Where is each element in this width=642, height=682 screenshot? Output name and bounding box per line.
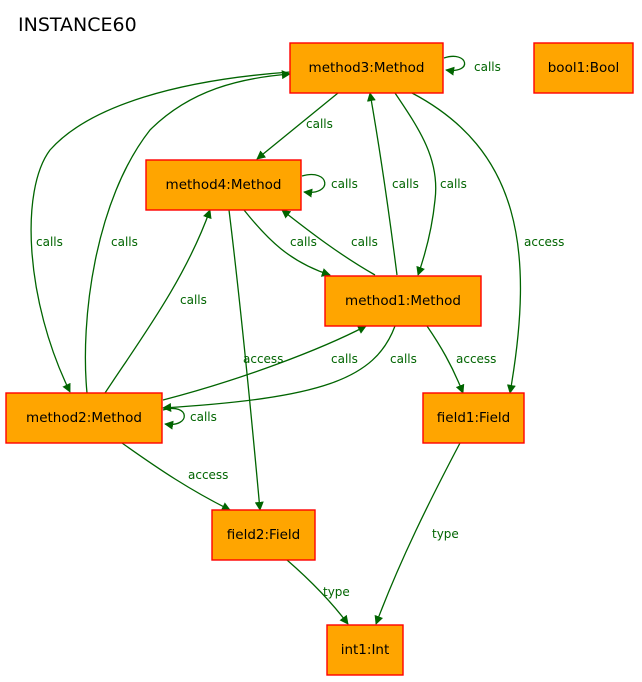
edge-method2-method3 [84,70,291,394]
edge-label-method3-field1: access [524,235,564,249]
edge-label-method4-field2: access [243,352,283,366]
edge-method4-method1 [243,209,331,277]
edge-label-field2-int1: type [323,585,350,599]
edge-method2-field2 [121,442,231,511]
node-method4[interactable]: method4:Method [145,159,302,211]
node-field1[interactable]: field1:Field [422,392,525,444]
node-method4-label: method4:Method [166,177,282,193]
node-method3-label: method3:Method [309,60,425,76]
edge-label-method2-method1: calls [331,352,358,366]
edge-method3-self [443,55,466,76]
edge-label-method4-self: calls [331,177,358,191]
node-int1-label: int1:Int [341,642,390,658]
edge-method3-method2 [30,71,291,393]
edge-method1-method2 [162,325,396,412]
node-method1-label: method1:Method [345,293,461,309]
edge-method3-field1 [411,92,522,394]
edge-method1-method4 [281,209,376,276]
edge-label-method3-method1: calls [440,177,467,191]
edge-method3-method4 [256,92,339,160]
edge-method4-self [301,173,326,198]
edge-label-method1-method2: calls [390,352,417,366]
diagram-title: INSTANCE60 [18,14,137,36]
edge-method3-method1 [394,92,437,276]
edge-label-method2-method4: calls [180,293,207,307]
edge-method2-method1 [162,325,367,401]
edge-field2-int1 [286,559,349,625]
edge-label-field1-int1: type [432,527,459,541]
edge-label-method2-self: calls [190,410,217,424]
node-field1-label: field1:Field [437,410,510,426]
edge-label-method3-method4: calls [306,117,333,131]
edge-label-method1-method4: calls [351,235,378,249]
edge-label-method2-field2: access [188,468,228,482]
edge-label-method3-method2: calls [36,235,63,249]
node-bool1-label: bool1:Bool [548,60,620,76]
node-bool1[interactable]: bool1:Bool [533,42,634,94]
edge-method2-method4 [104,209,212,394]
edge-label-method1-field1: access [456,352,496,366]
node-field2-label: field2:Field [227,527,300,543]
edge-label-method1-method3: calls [392,177,419,191]
edge-method4-field2 [228,209,264,511]
node-method2-label: method2:Method [26,410,142,426]
edge-field1-int1 [374,442,461,625]
edge-label-method4-method1: calls [290,235,317,249]
node-method1[interactable]: method1:Method [324,275,482,327]
edge-label-method2-method3: calls [111,235,138,249]
edge-method1-method3 [366,92,398,276]
edge-method1-field1 [426,325,465,394]
node-field2[interactable]: field2:Field [211,509,316,561]
node-int1[interactable]: int1:Int [326,624,404,676]
edge-method2-self [162,407,185,430]
node-method3[interactable]: method3:Method [289,42,444,94]
edge-label-method3-self: calls [474,60,501,74]
node-method2[interactable]: method2:Method [5,392,163,444]
